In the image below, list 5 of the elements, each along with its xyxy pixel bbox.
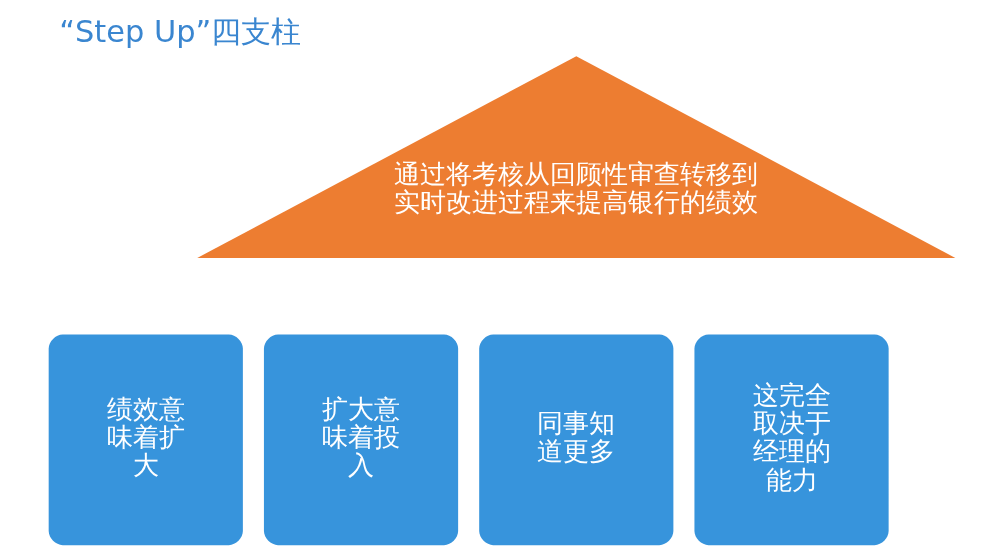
node-box: 同事知道更多	[478, 334, 673, 546]
diagram-title: “Step Up”四支柱	[58, 13, 301, 49]
node-box: 绩效意味着扩大	[48, 334, 243, 546]
node-box: 扩大意味着投入	[263, 334, 458, 546]
node-box: 这完全取决于经理的能力	[693, 334, 889, 546]
